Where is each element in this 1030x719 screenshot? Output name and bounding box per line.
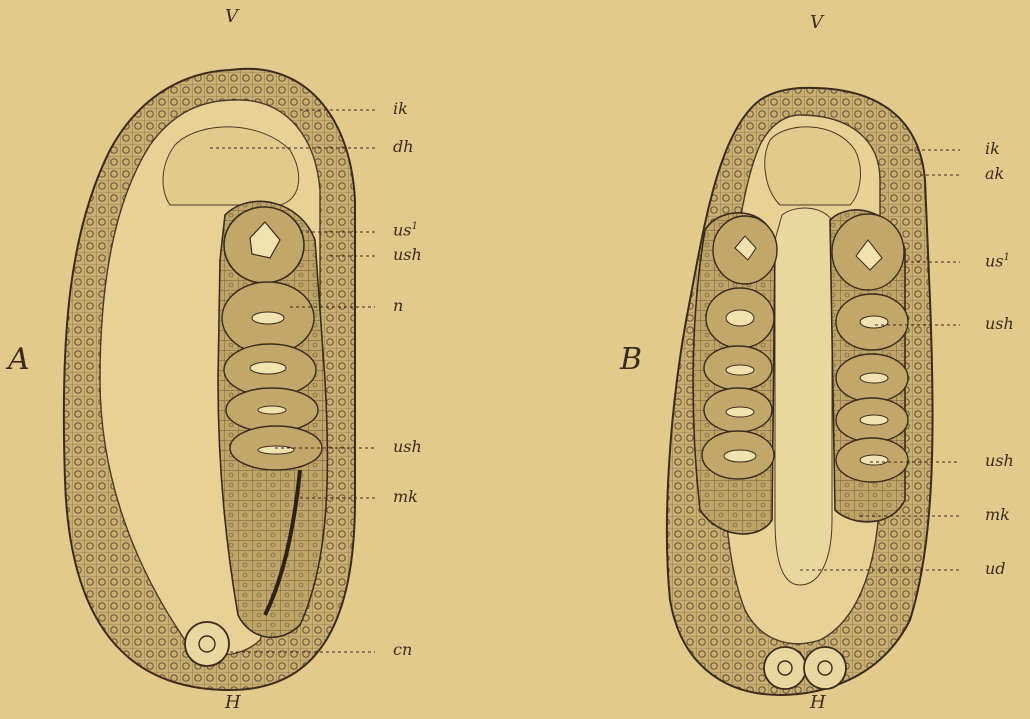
figure-a-label-us1-sup: 1 (412, 221, 418, 232)
figure-b-label-us1-text: us (985, 251, 1004, 270)
figure-a-top-label: V (225, 8, 238, 26)
figure-b-label-us1-sup: 1 (1004, 252, 1010, 263)
figure-b-label-ak: ak (985, 166, 1004, 182)
figure-a-label-n: n (393, 298, 403, 314)
figure-a-label-cn: cn (393, 642, 412, 658)
figure-a-letter: A (8, 345, 30, 375)
figure-a-label-ush-2: ush (393, 439, 422, 455)
figure-b-top-label: V (810, 14, 823, 32)
embryo-a (64, 69, 355, 690)
embryo-b-right-somites (830, 210, 908, 522)
figure-a-label-dh: dh (393, 139, 414, 155)
figure-b-label-ud: ud (985, 561, 1006, 577)
embryo-b-posterior-cell-right (804, 647, 846, 689)
embryo-b (667, 88, 933, 695)
figure-b-label-us1: us1 (985, 253, 1010, 269)
embryo-b-left-somites (693, 213, 777, 534)
figure-a-label-ush-1: ush (393, 247, 422, 263)
embryo-b-lumen (775, 208, 832, 585)
embryo-b-posterior-cell-left (764, 647, 806, 689)
figure-b-bottom-label: H (810, 694, 826, 712)
figure-a-label-ik: ik (393, 101, 408, 117)
figure-a-bottom-label: H (225, 694, 241, 712)
embryo-a-somites (218, 201, 327, 637)
figure-b-label-mk: mk (985, 507, 1010, 523)
figure-a-label-us1-text: us (393, 220, 412, 239)
figure-b-label-ik: ik (985, 141, 1000, 157)
embryo-a-posterior-cell (185, 622, 229, 666)
figure-a-label-mk: mk (393, 489, 418, 505)
figure-b-label-ush-2: ush (985, 453, 1014, 469)
figure-b-letter: B (620, 345, 642, 375)
figure-b-label-ush-1: ush (985, 316, 1014, 332)
figure-a-label-us1: us1 (393, 222, 418, 238)
